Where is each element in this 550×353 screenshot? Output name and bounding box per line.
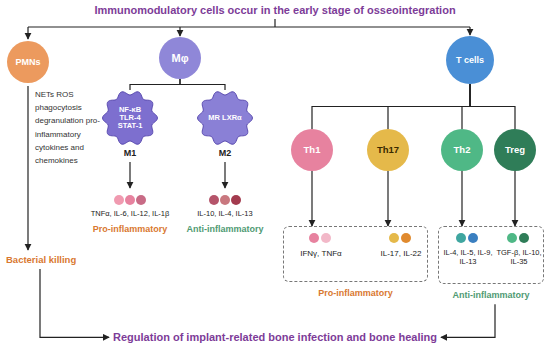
cell-name: M2 xyxy=(219,148,232,158)
cytokine-dot xyxy=(401,233,411,243)
cytokine-dot xyxy=(114,195,124,205)
cytokine-group: IL-4, IL-5, IL-9, IL-13TGF-β, IL-10, IL-… xyxy=(438,226,544,284)
cytokine-text: IL-17, IL-22 xyxy=(366,249,436,258)
cytokine-dot xyxy=(309,233,319,243)
th2-cell: Th2 xyxy=(441,129,483,171)
connector xyxy=(311,171,312,226)
arrow-line xyxy=(27,86,28,250)
feed-arrow xyxy=(441,304,495,337)
th1-cell: Th1 xyxy=(291,129,333,171)
cytokine-list: TNFα, IL-6, IL-12, IL-1β xyxy=(75,210,185,219)
cytokine-dot xyxy=(389,233,399,243)
effect-label: Pro-inflammatory xyxy=(75,224,185,234)
arrow-line xyxy=(469,27,470,35)
diagram-title: Immunomodulatory cells occur in the earl… xyxy=(94,4,455,17)
connector xyxy=(462,84,470,129)
connector xyxy=(388,84,470,129)
cytokine-dot xyxy=(468,233,478,243)
cytokine-dot xyxy=(209,195,219,205)
m2-macrophage: MR LXRαM2 xyxy=(197,90,253,146)
cytokine-dot xyxy=(519,233,529,243)
cell-name: Mφ xyxy=(171,52,188,65)
cell-name: M1 xyxy=(124,148,137,158)
cytokine-text: IL-4, IL-5, IL-9, IL-13 xyxy=(442,249,494,266)
outcome-label: Bacterial killing xyxy=(6,255,106,266)
cytokine-text: TGF-β, IL-10, IL-35 xyxy=(494,249,544,266)
macrophage-cell: Mφ xyxy=(159,37,201,79)
marker-text: NF-κB TLR-4 STAT-1 xyxy=(110,106,150,131)
pmn-cell: PMNs xyxy=(7,41,49,83)
t-cell: T cells xyxy=(446,36,494,84)
cell-name: PMNs xyxy=(15,57,40,67)
connector xyxy=(514,171,515,226)
cytokine-list: IL-10, IL-4, IL-13 xyxy=(180,210,270,219)
effect-label: Anti-inflammatory xyxy=(175,224,275,234)
cytokine-dot xyxy=(231,195,241,205)
group-heading: Anti-inflammatory xyxy=(452,290,529,300)
cytokine-dot xyxy=(321,233,331,243)
arrow-line xyxy=(224,162,225,188)
connector xyxy=(312,84,470,129)
th17-cell: Th17 xyxy=(367,129,409,171)
connector xyxy=(180,79,225,90)
cell-name: Th1 xyxy=(304,145,321,156)
connector xyxy=(470,84,515,129)
arrow-line xyxy=(179,27,180,36)
m1-macrophage: NF-κB TLR-4 STAT-1M1 xyxy=(102,90,158,146)
cell-name: Th2 xyxy=(454,145,471,156)
cell-name: Treg xyxy=(505,145,525,156)
connector xyxy=(461,171,462,226)
diagram-caption: Regulation of implant-related bone infec… xyxy=(113,331,437,344)
cytokine-dot xyxy=(125,195,135,205)
process-list: NETs ROS phagocytosis degranulation pro-… xyxy=(35,88,101,167)
connector xyxy=(130,79,180,90)
cytokine-dot xyxy=(507,233,517,243)
cell-membrane xyxy=(198,92,253,144)
cytokine-group: IFNγ, TNFαIL-17, IL-22Pro-inflammatory xyxy=(283,226,428,282)
connector xyxy=(387,171,388,226)
cytokine-dot xyxy=(220,195,230,205)
arrow-line xyxy=(129,162,130,188)
cell-name: Th17 xyxy=(377,145,399,156)
cell-membrane xyxy=(103,92,158,144)
cytokine-dot xyxy=(136,195,146,205)
split-line xyxy=(28,19,470,27)
cell-name: T cells xyxy=(456,55,484,65)
cytokine-dot xyxy=(456,233,466,243)
treg-cell: Treg xyxy=(494,129,536,171)
cytokine-text: IFNγ, TNFα xyxy=(286,249,356,258)
feed-arrow xyxy=(40,269,109,337)
marker-text: MR LXRα xyxy=(205,114,245,122)
group-heading: Pro-inflammatory xyxy=(318,288,393,298)
arrow-line xyxy=(27,27,28,39)
